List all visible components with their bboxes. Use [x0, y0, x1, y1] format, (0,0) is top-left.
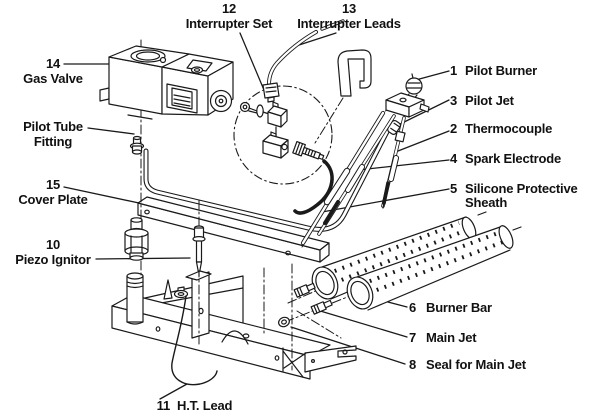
burner-bars — [311, 211, 522, 311]
callout-label: Pilot Jet — [465, 93, 514, 108]
pilot-burner-assembly — [300, 73, 430, 246]
callout-label: Sheath — [465, 195, 508, 210]
callout-label: Fitting — [33, 134, 73, 149]
main-jet-parts — [278, 282, 333, 328]
callout-number: 6 — [408, 300, 416, 315]
callout-number: 11 — [156, 398, 171, 413]
spark-electrode-rod — [317, 114, 396, 236]
callout-label: Seal for Main Jet — [426, 357, 526, 372]
interrupter-set-part — [233, 85, 334, 215]
callout-label: Thermocouple — [465, 121, 553, 136]
callout-thermocouple: 2 Thermocouple — [444, 122, 552, 136]
callout-main-jet: 7 Main Jet — [402, 330, 477, 345]
callout-pilot-burner: 1 Pilot Burner — [444, 64, 537, 78]
callout-number: 10 — [45, 237, 61, 252]
ignitor-housing-cylinder — [126, 272, 144, 325]
ignitor-electrode — [192, 225, 206, 277]
callout-number: 3 — [449, 93, 457, 108]
callout-burner-bar: 6 Burner Bar — [402, 301, 492, 315]
callout-number: 15 — [45, 177, 61, 192]
silicone-sheath-rod — [300, 110, 386, 246]
callout-seal-main-jet: 8 Seal for Main Jet — [402, 358, 526, 372]
callout-ht-lead: 11 H.T. Lead — [152, 398, 233, 413]
pilot-tube-fitting-part — [129, 135, 145, 155]
wing-nut — [173, 286, 189, 299]
callout-number: 14 — [45, 56, 61, 71]
callout-pilot-jet: 3 Pilot Jet — [444, 94, 514, 108]
piezo-ignitor-part — [124, 217, 149, 261]
callout-cover-plate: 15 Cover Plate — [5, 177, 101, 207]
callout-pilot-tube-fitting: Pilot Tube Fitting — [5, 119, 101, 149]
callout-label: Piezo Ignitor — [15, 252, 91, 267]
callout-gas-valve: 14 Gas Valve — [5, 56, 101, 86]
callout-label: Burner Bar — [426, 300, 492, 315]
cover-plate — [137, 196, 330, 263]
callout-number: 13 — [341, 1, 357, 16]
callout-label: Pilot Burner — [465, 63, 537, 78]
callout-interrupter-set: 12 Interrupter Set — [161, 1, 297, 31]
main-jet-seal — [278, 316, 290, 328]
callout-silicone-sheath: 5 Silicone Protective Sheath — [444, 182, 578, 210]
callout-number: 1 — [449, 63, 457, 78]
callout-label: H.T. Lead — [177, 398, 233, 413]
callout-label: Gas Valve — [23, 71, 83, 86]
interrupter-leads-part — [262, 19, 345, 103]
callout-label: Cover Plate — [18, 192, 88, 207]
callout-number: 5 — [449, 181, 457, 196]
callout-label: Silicone Protective — [465, 181, 578, 196]
callout-label: Pilot Tube — [23, 119, 83, 134]
pilot-tube — [143, 121, 394, 232]
gas-valve-part — [99, 45, 234, 120]
callout-number: 4 — [449, 151, 457, 166]
callout-label: Interrupter Leads — [297, 16, 401, 31]
thermocouple-rod — [381, 116, 406, 209]
hook-bracket — [337, 49, 372, 97]
ht-lead-wire — [171, 295, 218, 386]
base-frame — [111, 275, 357, 380]
callout-spark-electrode: 4 Spark Electrode — [444, 152, 561, 166]
callout-number: 2 — [449, 121, 457, 136]
callout-interrupter-leads: 13 Interrupter Leads — [281, 1, 417, 31]
callout-label: Main Jet — [426, 330, 477, 345]
callout-piezo-ignitor: 10 Piezo Ignitor — [3, 237, 103, 267]
callout-label: Interrupter Set — [185, 16, 273, 31]
callout-label: Spark Electrode — [465, 151, 561, 166]
callout-number: 8 — [408, 357, 416, 372]
callout-number: 7 — [408, 330, 416, 345]
callout-number: 12 — [221, 1, 237, 16]
